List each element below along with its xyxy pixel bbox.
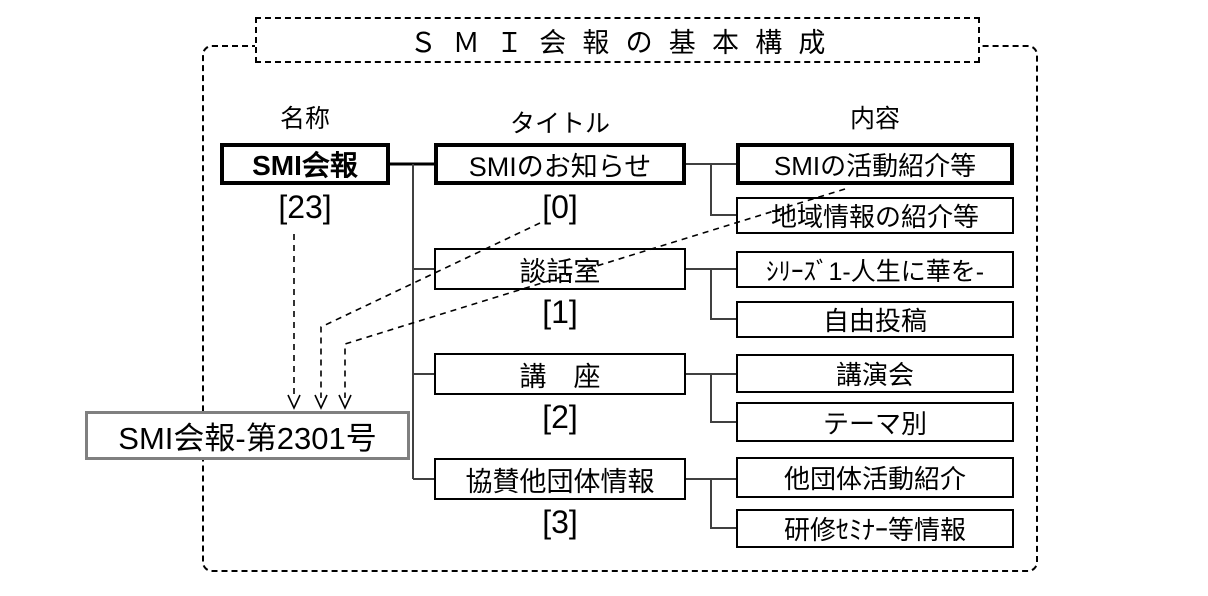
column-label-content: 内容 bbox=[849, 105, 900, 133]
title-box-2: 講 座 bbox=[434, 353, 686, 395]
name-index: [23] bbox=[278, 189, 332, 225]
content-box-0b: 地域情報の紹介等 bbox=[736, 197, 1014, 234]
title-box-0: SMIのお知らせ bbox=[434, 143, 686, 185]
column-label-name: 名称 bbox=[279, 105, 330, 133]
content-box-1b-label: 自由投稿 bbox=[822, 306, 927, 336]
diagram-title: ＳＭＩ会報の基本構成 bbox=[409, 27, 842, 58]
title-box-2-label: 講 座 bbox=[519, 361, 601, 392]
content-box-1a-label: ｼﾘｰｽﾞ1-人生に華を- bbox=[765, 257, 985, 286]
content-box-0a: SMIの活動紹介等 bbox=[736, 143, 1014, 185]
result-box-label: SMI会報-第2301号 bbox=[118, 421, 377, 456]
name-box: SMI会報 bbox=[220, 143, 390, 185]
result-box: SMI会報-第2301号 bbox=[85, 411, 410, 460]
title-box-3-label: 協賛他団体情報 bbox=[465, 466, 655, 497]
content-box-2a-label: 講演会 bbox=[835, 360, 914, 390]
content-box-0b-label: 地域情報の紹介等 bbox=[770, 202, 979, 232]
title-index-0: [0] bbox=[542, 189, 578, 225]
content-box-2b: テーマ別 bbox=[736, 402, 1014, 442]
content-box-3b-label: 研修ｾﾐﾅｰ等情報 bbox=[783, 515, 966, 545]
column-label-title: タイトル bbox=[509, 110, 610, 138]
content-box-2a: 講演会 bbox=[736, 354, 1014, 393]
title-box-1-label: 談話室 bbox=[519, 256, 601, 287]
diagram-title-box: ＳＭＩ会報の基本構成 bbox=[255, 17, 980, 63]
content-box-3a-label: 他団体活動紹介 bbox=[783, 464, 966, 494]
name-box-label: SMI会報 bbox=[252, 150, 358, 181]
title-box-0-label: SMIのお知らせ bbox=[468, 151, 652, 182]
content-box-0a-label: SMIの活動紹介等 bbox=[773, 150, 977, 181]
title-index-3: [3] bbox=[542, 504, 578, 540]
content-box-2b-label: テーマ別 bbox=[822, 408, 927, 439]
title-index-1: [1] bbox=[542, 294, 578, 330]
content-box-1b: 自由投稿 bbox=[736, 301, 1014, 338]
content-box-1a: ｼﾘｰｽﾞ1-人生に華を- bbox=[736, 251, 1014, 288]
content-box-3b: 研修ｾﾐﾅｰ等情報 bbox=[736, 509, 1014, 548]
title-index-2: [2] bbox=[542, 399, 578, 435]
content-box-3a: 他団体活動紹介 bbox=[736, 457, 1014, 498]
title-box-3: 協賛他団体情報 bbox=[434, 458, 686, 500]
title-box-1: 談話室 bbox=[434, 248, 686, 290]
